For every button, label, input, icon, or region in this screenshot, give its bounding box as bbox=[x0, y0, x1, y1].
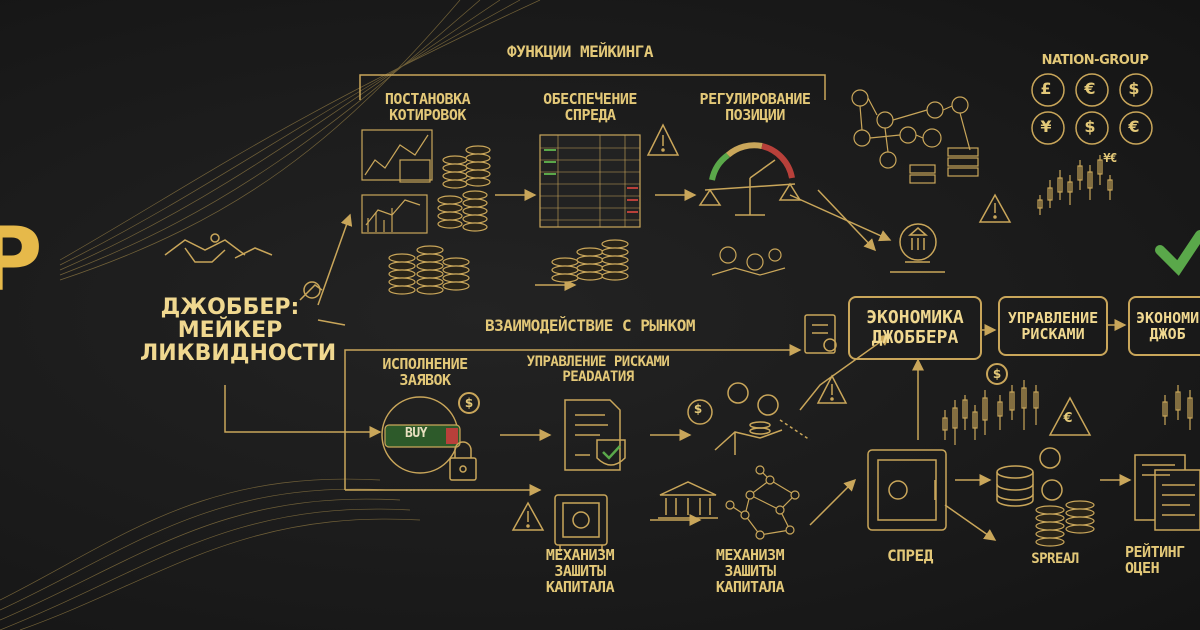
report-sheets-icon bbox=[1134, 454, 1200, 531]
label-spread-en: SPREAЛ bbox=[1031, 551, 1079, 567]
step-quotes: ПОСТАНОВКА КОТИРОВОК bbox=[384, 90, 471, 124]
quotes-chart-icon bbox=[361, 129, 433, 234]
label-spread-ru: СПРЕД bbox=[887, 546, 933, 565]
bank-emblem-icon bbox=[890, 223, 945, 273]
coin-stacks-icon bbox=[388, 145, 1095, 547]
currency-euro-2: € bbox=[1128, 116, 1140, 136]
euro-warning-icon bbox=[1048, 396, 1092, 436]
candlestick-charts bbox=[942, 155, 1193, 445]
handshake-icon bbox=[164, 233, 273, 263]
step-protection-1: МЕХАНИЗМ ЗАШИТЫ КАПИТАЛА bbox=[545, 546, 615, 596]
currency-small-label: ¥€ bbox=[1103, 151, 1117, 165]
safe-icon bbox=[554, 494, 608, 552]
hand-coins-icon bbox=[687, 382, 811, 455]
dollar-coin-3: $ bbox=[986, 363, 1008, 385]
main-title: ДЖОББЕР: МЕЙКЕР ЛИКВИДНОСТИ bbox=[140, 295, 337, 367]
buy-button-icon bbox=[381, 396, 461, 474]
label-ratings: РЕЙТИНГ ОЦЕН bbox=[1125, 543, 1185, 577]
step-spread: ОБЕСПЕЧЕНИЕ СПРЕДА bbox=[543, 90, 637, 124]
flow-arrows bbox=[224, 189, 1132, 541]
step-position: РЕГУЛИРОВАНИЕ ПОЗИЦИИ bbox=[699, 90, 811, 124]
bank-building-icon bbox=[658, 481, 718, 519]
big-safe-icon bbox=[867, 449, 947, 531]
step-execution: ИСПОЛНЕНИЕ ЗАЯВОК bbox=[382, 355, 468, 389]
step-protection-2: МЕХАНИЗМ ЗАШИТЫ КАПИТАЛА bbox=[715, 546, 785, 596]
currency-euro: € bbox=[1084, 78, 1096, 98]
currency-dollar-2: $ bbox=[1084, 116, 1096, 136]
flow-box-economics: ЭКОНОМИКА ДЖОББЕРА bbox=[848, 296, 982, 360]
step-risk: УПРАВЛЕНИЕ РИСКАМИ РЕАDААТИЯ bbox=[526, 354, 670, 385]
section-title-making-functions: ФУНКЦИИ МЕЙКИНГА bbox=[506, 42, 654, 61]
coin-network-icon bbox=[851, 89, 979, 184]
dollar-coin-1: $ bbox=[458, 392, 480, 414]
network-graph-icon bbox=[725, 465, 800, 540]
database-coins-icon bbox=[996, 447, 1063, 507]
currency-dollar: $ bbox=[1128, 78, 1140, 98]
money-hands-icon bbox=[711, 246, 786, 276]
section-title-market-interaction: ВЗАИМОДЕЙСТВИЕ С РЫНКОМ bbox=[484, 316, 696, 335]
warning-icons bbox=[511, 123, 1012, 531]
section-bracket bbox=[359, 74, 826, 100]
currency-pound: £ bbox=[1040, 78, 1052, 98]
small-document-icon bbox=[804, 314, 837, 354]
buy-button-label: BUY bbox=[405, 426, 427, 441]
currency-yen: ¥ bbox=[1040, 116, 1052, 136]
dollar-coin-2: $ bbox=[693, 402, 703, 416]
flow-box-economics-cut: ЭКОНОМИ ДЖОБ bbox=[1128, 296, 1200, 356]
cursor-touch-icon bbox=[299, 281, 323, 301]
currency-coins bbox=[1031, 73, 1153, 145]
euro-symbol-warning: € bbox=[1063, 410, 1073, 426]
check-icon bbox=[1155, 230, 1200, 276]
flow-box-risk-management: УПРАВЛЕНИЕ РИСКАМИ bbox=[998, 296, 1108, 356]
decorative-waves bbox=[0, 0, 541, 630]
brand-name: NATION-GROUP bbox=[1041, 53, 1149, 68]
document-check-icon bbox=[564, 399, 626, 471]
gauge-scale-icon bbox=[698, 142, 802, 216]
logo-letter: P bbox=[0, 208, 43, 311]
padlock-icon bbox=[449, 441, 477, 481]
order-book-icon bbox=[539, 134, 641, 228]
